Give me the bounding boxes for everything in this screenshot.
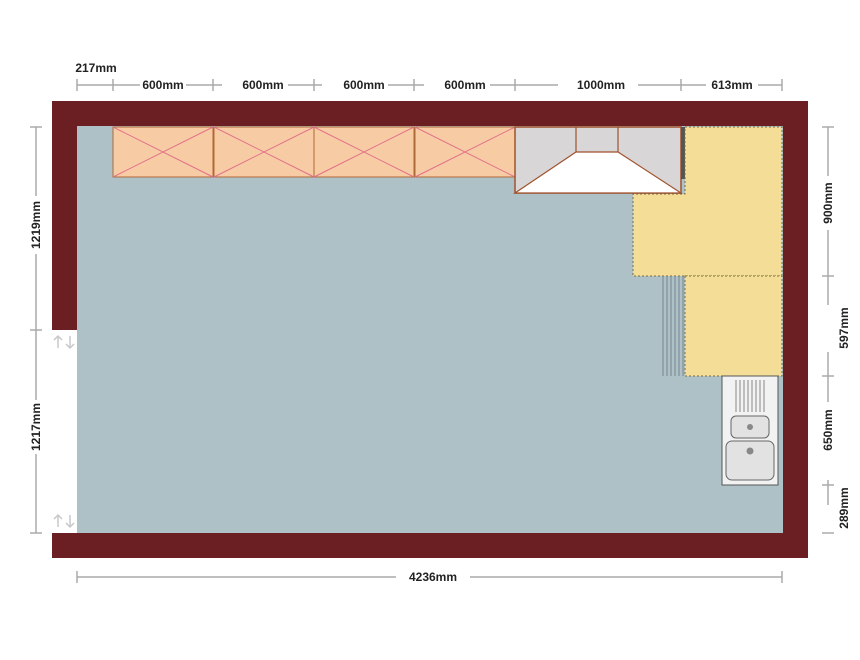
door-gap: [52, 330, 77, 533]
dimension-lines: [30, 79, 834, 583]
dimension-labels: 217mm 600mm 600mm 600mm 600mm 1000mm 613…: [29, 61, 851, 584]
dim-217: 217mm: [75, 61, 116, 75]
dim-unit-4: 600mm: [444, 78, 485, 92]
dim-unit-1: 600mm: [142, 78, 183, 92]
double-sink-icon: [721, 375, 779, 486]
dim-right-650: 650mm: [821, 409, 835, 450]
dim-left-upper: 1219mm: [29, 201, 43, 249]
wall-unit-3: [313, 126, 415, 178]
dim-unit-3: 600mm: [343, 78, 384, 92]
dim-right-597: 597mm: [837, 307, 851, 348]
corner-base-unit: [632, 126, 783, 277]
dim-right-900: 900mm: [821, 182, 835, 223]
wall-units: [112, 126, 516, 178]
wall-unit-1: [112, 126, 214, 178]
dim-bottom-total: 4236mm: [409, 570, 457, 584]
cooker-hood: [513, 126, 685, 194]
base-unit: [662, 275, 783, 377]
dim-hood: 1000mm: [577, 78, 625, 92]
door-opening: [52, 330, 77, 533]
dim-left-door: 1217mm: [29, 403, 43, 451]
dim-unit-2: 600mm: [242, 78, 283, 92]
dim-corner: 613mm: [711, 78, 752, 92]
wall-unit-4: [414, 126, 516, 178]
door-arrows-icon: [53, 334, 75, 529]
appliance-lines: [662, 276, 684, 376]
dim-right-289: 289mm: [837, 487, 851, 528]
wall-unit-2: [213, 126, 315, 178]
